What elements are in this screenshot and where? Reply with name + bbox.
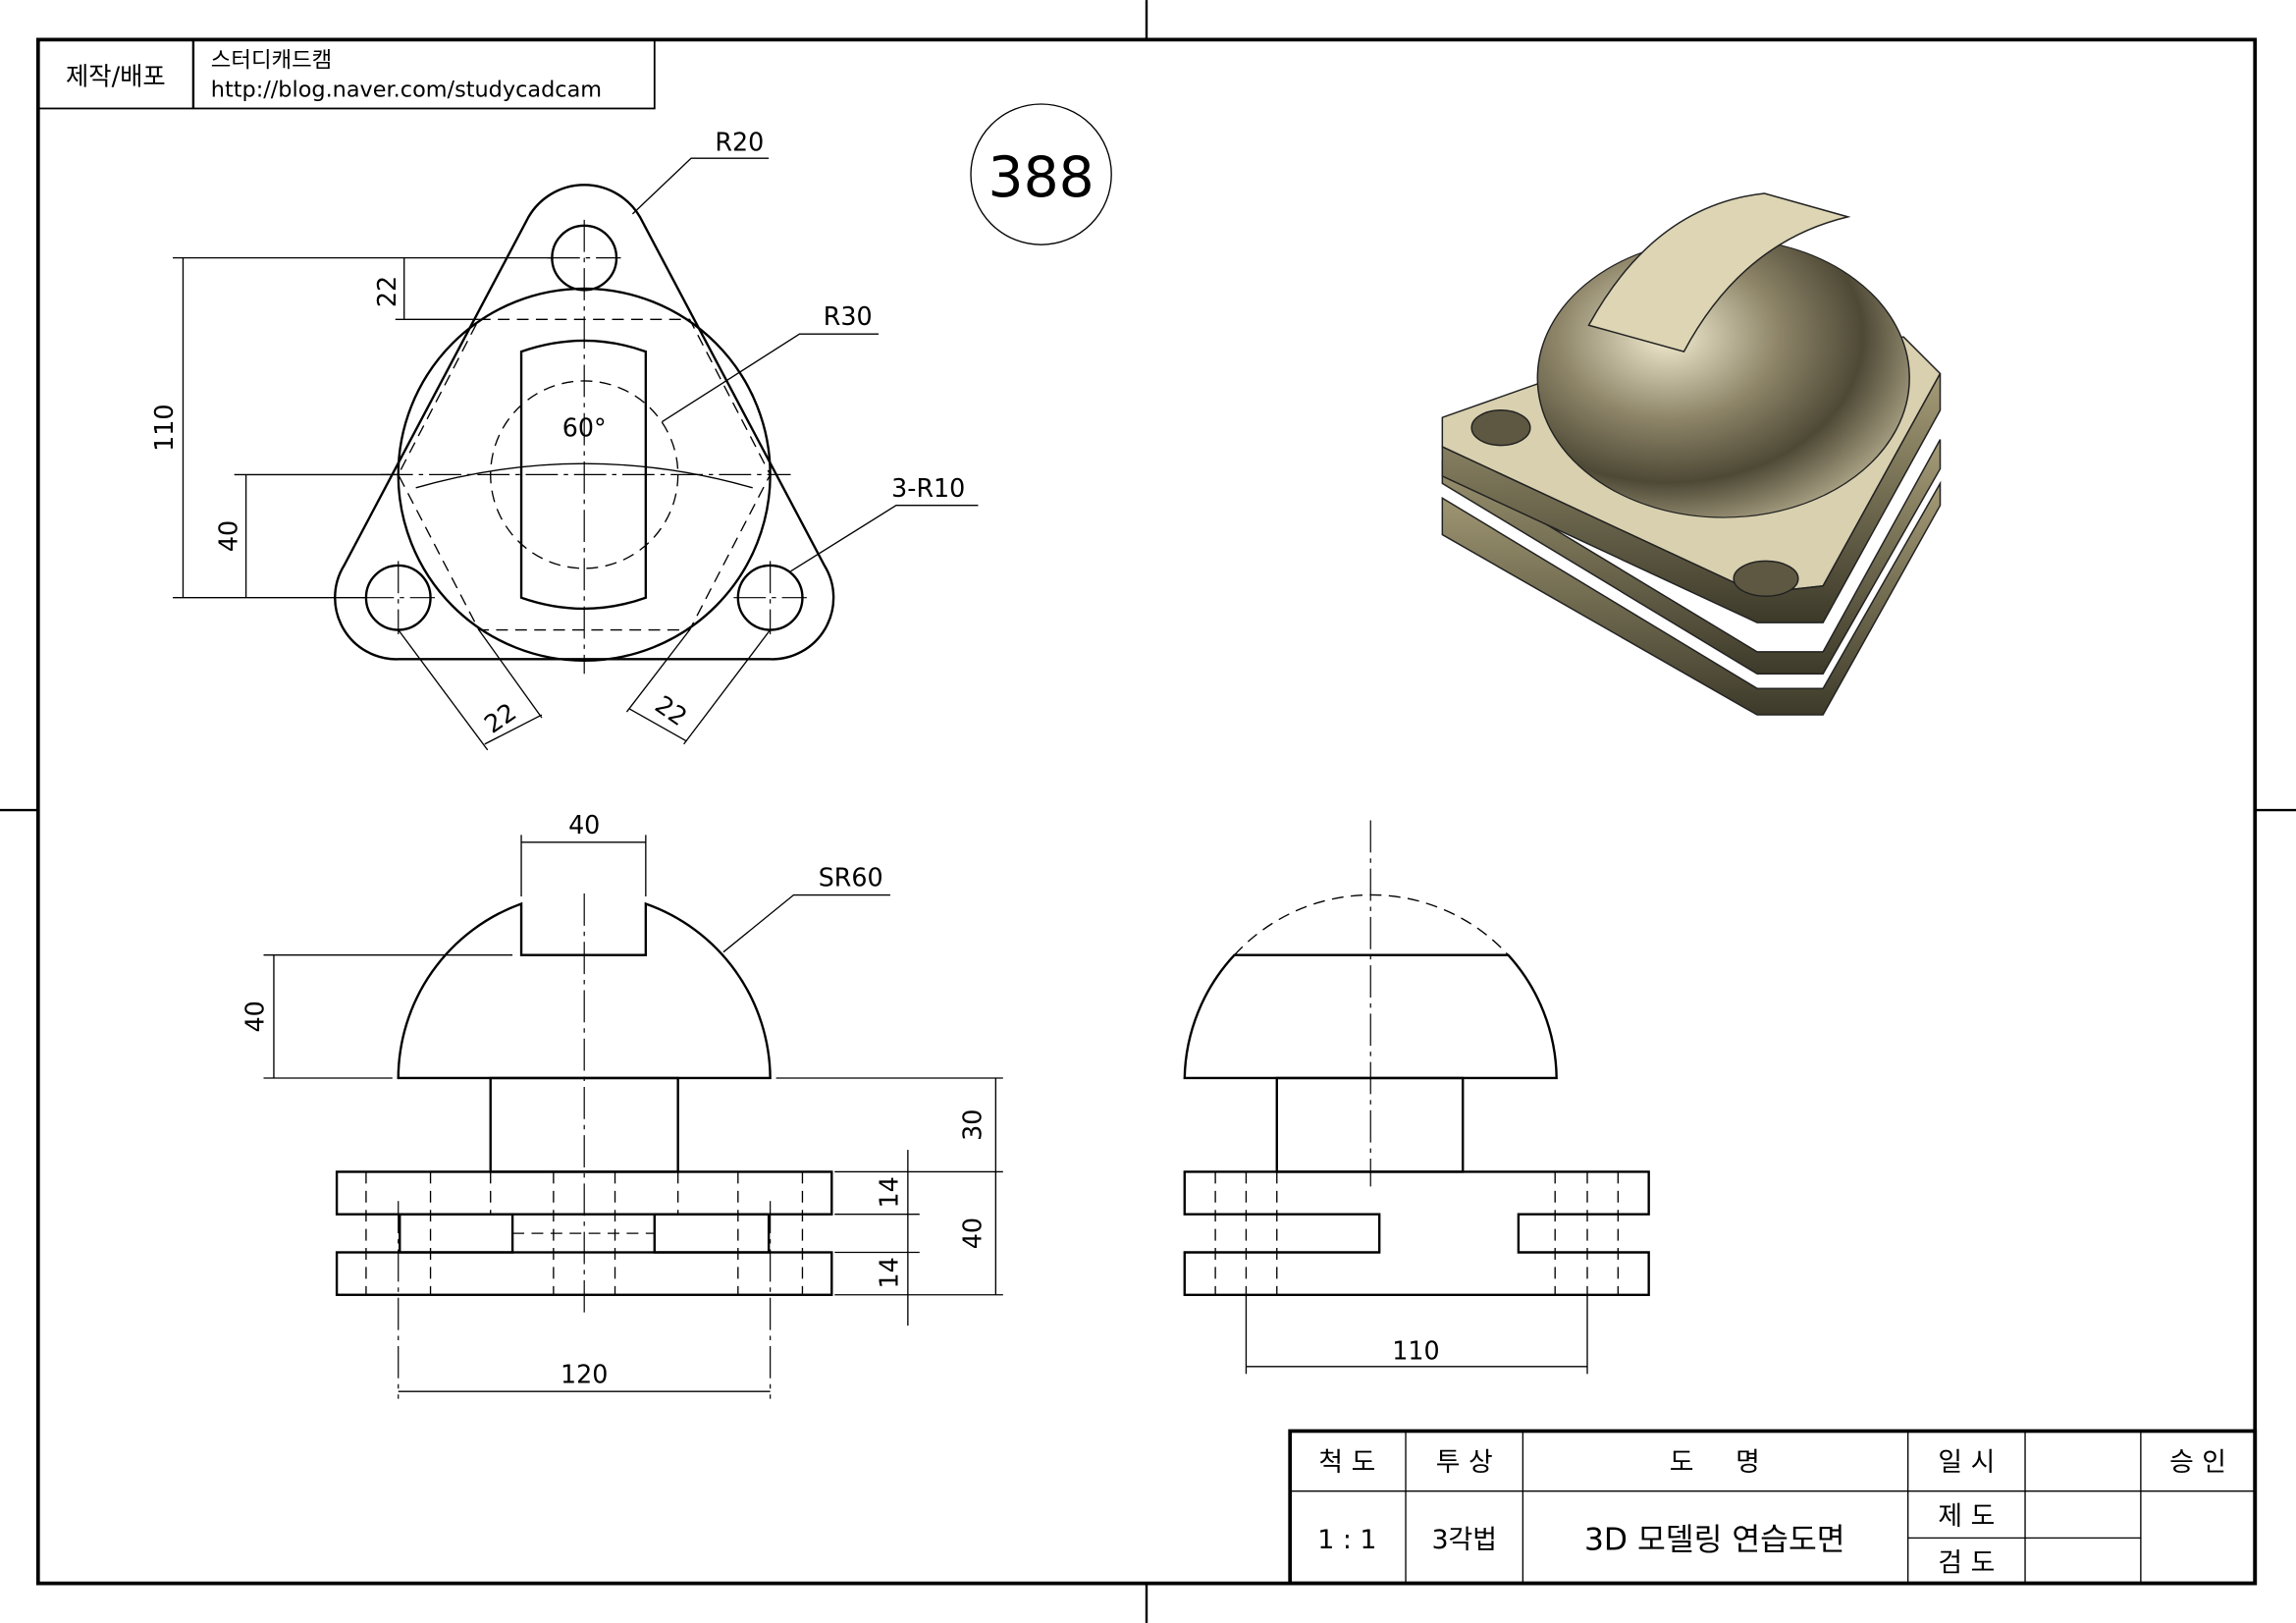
dim-r30: R30 [824, 301, 873, 331]
dim-110: 110 [149, 404, 179, 451]
scale-value: 1 : 1 [1317, 1525, 1376, 1555]
projection-label: 투 상 [1436, 1447, 1493, 1478]
header-url[interactable]: http://blog.naver.com/studycadcam [211, 78, 602, 103]
dim-plates-40: 40 [957, 1217, 987, 1249]
drawing-number-badge: 388 [970, 103, 1112, 245]
dim-plate1-14: 14 [874, 1176, 903, 1208]
dim-slot-40: 40 [568, 810, 600, 839]
dim-22-left: 22 [479, 697, 522, 739]
drawing-name: 3D 모델링 연습도면 [1584, 1522, 1845, 1557]
dim-neck-30: 30 [957, 1109, 987, 1141]
dim-dome-40: 40 [240, 1001, 270, 1032]
scale-label: 척 도 [1318, 1447, 1375, 1478]
top-view: 110 22 40 60° R20 R30 3-R10 22 22 [149, 128, 979, 751]
isometric-3d-model [1441, 192, 1942, 716]
projection-value: 3각법 [1431, 1525, 1496, 1555]
header-author: 스터디캐드캠 [211, 48, 332, 74]
dim-sr60: SR60 [819, 863, 883, 893]
drawn-label: 제 도 [1938, 1501, 1995, 1532]
approve-label: 승 인 [2169, 1447, 2226, 1478]
drawing-number: 388 [988, 145, 1095, 210]
dim-40-top: 40 [214, 520, 243, 552]
name-label: 도 명 [1670, 1447, 1760, 1478]
header-label: 제작/배포 [66, 62, 166, 91]
dim-22-vertical: 22 [372, 276, 401, 307]
side-view: 110 [1183, 820, 1650, 1375]
dim-angle: 60° [562, 413, 607, 443]
dim-22-right: 22 [650, 689, 693, 731]
front-view: 40 SR60 40 30 40 14 14 120 [240, 810, 1003, 1399]
author-header: 제작/배포 스터디캐드캠 http://blog.naver.com/study… [36, 38, 656, 110]
dim-3-r10: 3-R10 [891, 473, 965, 503]
dim-r20: R20 [715, 128, 764, 157]
date-label: 일 시 [1938, 1447, 1995, 1478]
checked-label: 검 도 [1938, 1548, 1995, 1579]
dim-plate2-14: 14 [874, 1257, 903, 1288]
dim-width-110: 110 [1392, 1335, 1439, 1365]
dim-width-120: 120 [561, 1359, 608, 1388]
title-block: 척 도 투 상 도 명 일 시 승 인 1 : 1 3각법 3D 모델링 연습도… [1288, 1429, 2258, 1586]
